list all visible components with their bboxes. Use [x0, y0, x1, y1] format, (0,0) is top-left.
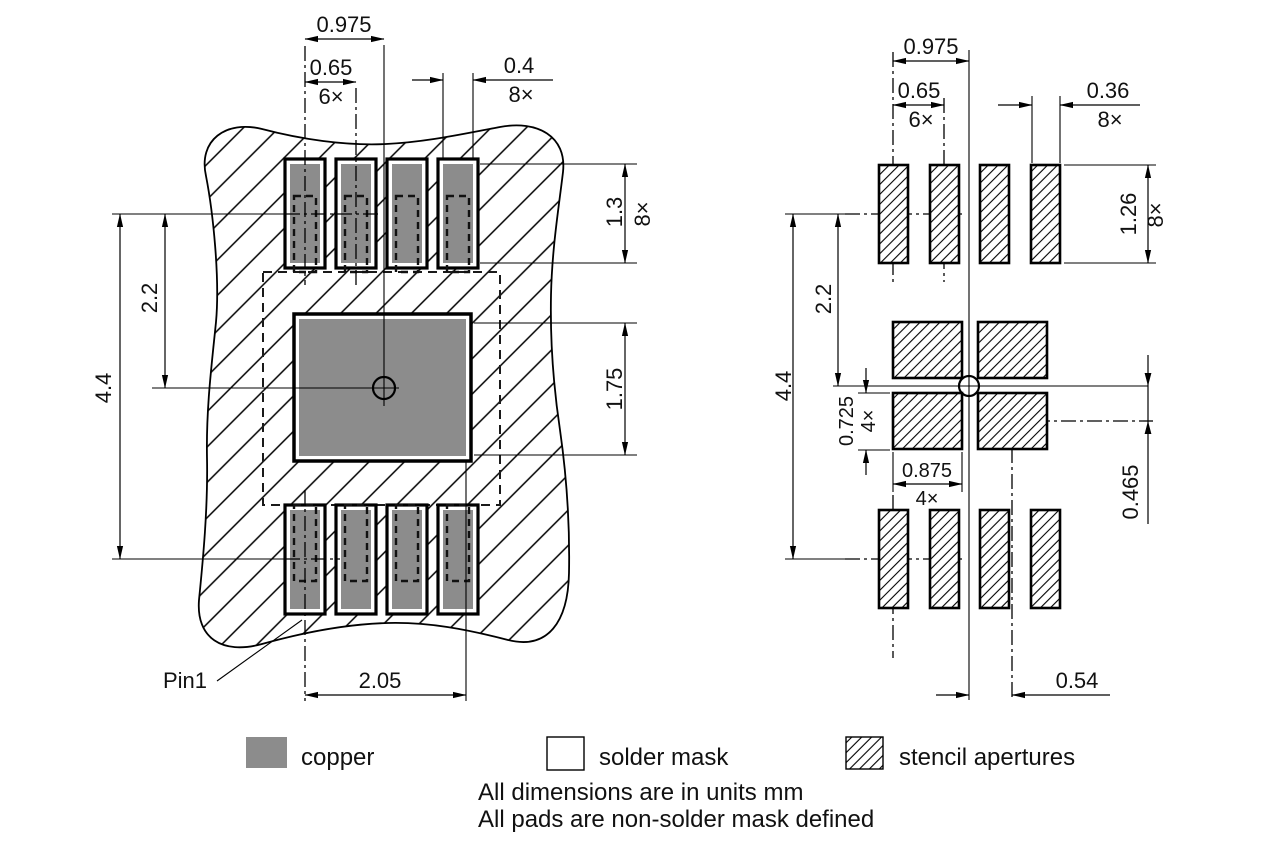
dim-vertical-offset-right: 0.465: [1118, 355, 1152, 524]
origin-marker-icon: [371, 375, 397, 401]
thermal-stencil-apertures: [891, 320, 1049, 451]
note-units: All dimensions are in units mm: [478, 779, 803, 806]
dim-label: 4.4: [771, 371, 796, 402]
dim-qty: 4×: [858, 410, 880, 433]
stencil-aperture: [1029, 163, 1062, 265]
legend-item-stencil-apertures: stencil apertures: [845, 736, 1075, 771]
dim-horizontal-offset-right: 0.54: [936, 668, 1110, 699]
extension-lines-left: [112, 45, 637, 701]
legend-item-solder-mask: solder mask: [546, 736, 729, 771]
dim-label: 2.2: [137, 283, 162, 314]
dim-aperture-width-right: 0.36 8×: [998, 78, 1140, 132]
pin1-label: Pin1: [163, 668, 207, 693]
dim-label: 0.54: [1056, 668, 1099, 693]
component-outline: [262, 271, 501, 506]
dim-label: 0.65: [310, 55, 353, 80]
dim-label: 1.26: [1116, 193, 1141, 236]
dim-thermal-aperture-height-right: 0.725 4×: [836, 368, 880, 475]
lead-outline: [445, 194, 471, 274]
legend: copper solder mask stencil apertures: [246, 736, 1075, 771]
lead-outline: [445, 503, 471, 583]
legend-label-copper: copper: [301, 744, 374, 771]
dim-qty: 8×: [630, 201, 655, 226]
dim-qty: 8×: [1097, 107, 1122, 132]
dim-thermal-height-left: 1.75: [602, 322, 629, 456]
stencil-aperture: [976, 391, 1049, 451]
stencil-apertures-swatch: [845, 736, 884, 770]
pin1-callout: Pin1: [163, 619, 303, 693]
dim-label: 1.3: [602, 197, 627, 228]
stencil-aperture: [928, 508, 961, 610]
solder-mask-swatch: [546, 736, 585, 771]
copper-swatch: [246, 737, 287, 768]
legend-label-stencil-apertures: stencil apertures: [899, 744, 1075, 771]
dim-pad-pitch-left: 0.65 6×: [304, 55, 357, 109]
left-figure: 0.975 0.65 6× 0.4 8× 1.3 8× 1.75 2.2: [91, 12, 655, 701]
stencil-aperture: [976, 320, 1049, 380]
stencil-aperture: [1029, 508, 1062, 610]
dim-row-span-left: 4.4: [91, 213, 124, 560]
arrow-down-icon: [1144, 373, 1152, 386]
notes: All dimensions are in units mm All pads …: [478, 779, 874, 833]
dim-label: 0.975: [316, 12, 371, 37]
arrow-up-icon: [1144, 421, 1152, 434]
dim-row-span-right: 4.4: [771, 213, 797, 560]
dim-pitch-to-center-right: 0.975: [892, 34, 970, 65]
extension-lines-right: [785, 50, 1156, 700]
stencil-aperture: [978, 508, 1011, 610]
leader-line: [216, 619, 303, 682]
stencil-aperture: [877, 163, 910, 265]
stencil-aperture: [928, 163, 961, 265]
dim-qty: 8×: [1143, 202, 1168, 227]
legend-item-copper: copper: [246, 737, 374, 771]
stencil-aperture: [891, 391, 964, 451]
dim-label: 0.36: [1087, 78, 1130, 103]
dim-pitch-to-center-left: 0.975: [304, 12, 385, 43]
stencil-aperture: [877, 508, 910, 610]
dim-bottom-span-left: 2.05: [304, 668, 467, 699]
lead-outline: [343, 503, 369, 583]
dim-qty: 6×: [318, 84, 343, 109]
dim-pad-width-left: 0.4 8×: [412, 53, 553, 107]
dim-label: 2.05: [359, 668, 402, 693]
stencil-aperture: [978, 163, 1011, 265]
dim-aperture-pitch-right: 0.65 6×: [892, 78, 945, 132]
legend-label-solder-mask: solder mask: [599, 744, 729, 771]
dim-label: 0.4: [504, 53, 535, 78]
dim-qty: 4×: [916, 488, 939, 510]
dim-label: 0.65: [898, 78, 941, 103]
stencil-apertures-top-row: [877, 163, 1062, 265]
center-crosshair: [371, 375, 397, 401]
dim-label: 0.875: [902, 460, 952, 482]
dim-label: 0.975: [903, 34, 958, 59]
dim-label: 2.2: [811, 284, 836, 315]
dim-thermal-aperture-width-right: 0.875 4×: [892, 460, 963, 510]
dim-qty: 6×: [908, 107, 933, 132]
dim-qty: 8×: [508, 82, 533, 107]
dim-row-to-center-right: 2.2: [811, 213, 842, 387]
dim-label: 4.4: [91, 373, 116, 404]
dim-aperture-length-right: 1.26 8×: [1116, 164, 1168, 264]
note-nsmd: All pads are non-solder mask defined: [478, 806, 874, 833]
stencil-aperture: [891, 320, 964, 380]
lead-outline: [394, 503, 420, 583]
lead-outline: [394, 194, 420, 274]
dim-pad-length-left: 1.3 8×: [602, 163, 655, 264]
origin-marker-icon: [957, 374, 981, 398]
dim-row-to-center-left: 2.2: [137, 213, 169, 389]
stencil-apertures-bottom-row: [877, 508, 1062, 610]
lead-outline: [292, 194, 318, 274]
right-figure: 0.975 0.65 6× 0.36 8× 1.26 8× 2.2 4.4: [771, 34, 1168, 700]
dim-label: 1.75: [602, 368, 627, 411]
dim-label: 0.725: [836, 396, 858, 446]
dim-label: 0.465: [1118, 464, 1143, 519]
